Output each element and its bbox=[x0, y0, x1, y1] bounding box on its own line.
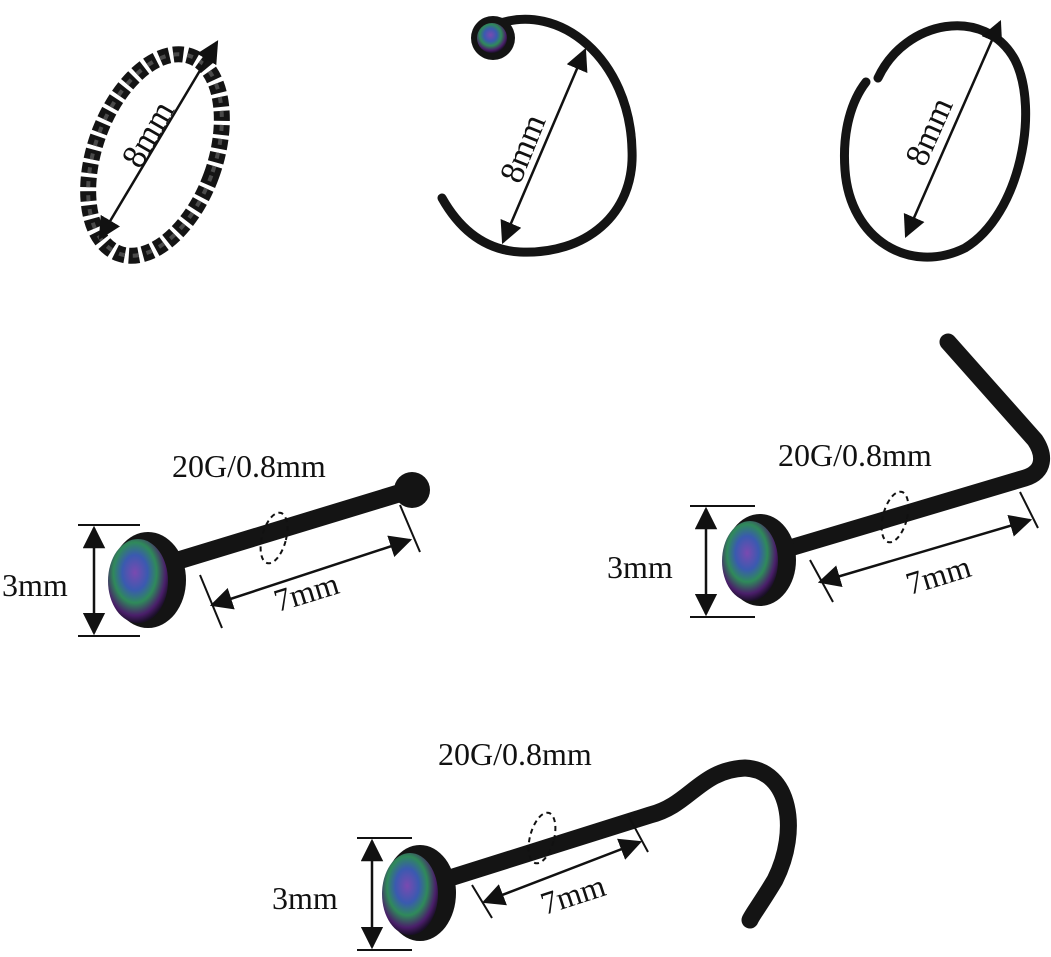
gem-hoop: 8mm bbox=[437, 15, 637, 257]
gem-size-label: 3mm bbox=[272, 880, 338, 916]
gem-size-label: 3mm bbox=[2, 567, 68, 603]
gauge-label: 20G/0.8mm bbox=[172, 448, 326, 484]
dimension-arrow bbox=[209, 535, 413, 610]
dimension-label: 8mm bbox=[493, 109, 553, 188]
straight-stud: 3mm 7mm 20G/0.8mm bbox=[2, 448, 430, 637]
screw-stud: 3mm 7mm 20G/0.8mm bbox=[272, 736, 797, 951]
gem-icon bbox=[722, 521, 778, 601]
gem-icon bbox=[477, 23, 507, 53]
plain-ring: 8mm bbox=[839, 19, 1031, 262]
gem-icon bbox=[382, 853, 438, 935]
length-label: 7mm bbox=[270, 565, 344, 619]
dimension-arrow bbox=[500, 47, 588, 245]
length-label: 7mm bbox=[536, 867, 610, 922]
dimension-arrow bbox=[481, 838, 643, 906]
dimension-arrow bbox=[98, 40, 219, 240]
dimension-arrow bbox=[817, 514, 1033, 588]
twisted-ring: 8mm bbox=[80, 40, 230, 264]
l-shaped-stud: 3mm 7mm 20G/0.8mm bbox=[607, 333, 1050, 618]
dimension-label: 8mm bbox=[115, 95, 182, 174]
gem-icon bbox=[108, 539, 168, 623]
gauge-label: 20G/0.8mm bbox=[438, 736, 592, 772]
length-label: 7mm bbox=[902, 548, 976, 602]
dimension-arrow bbox=[903, 19, 1003, 239]
gem-size-label: 3mm bbox=[607, 549, 673, 585]
gauge-label: 20G/0.8mm bbox=[778, 437, 932, 473]
